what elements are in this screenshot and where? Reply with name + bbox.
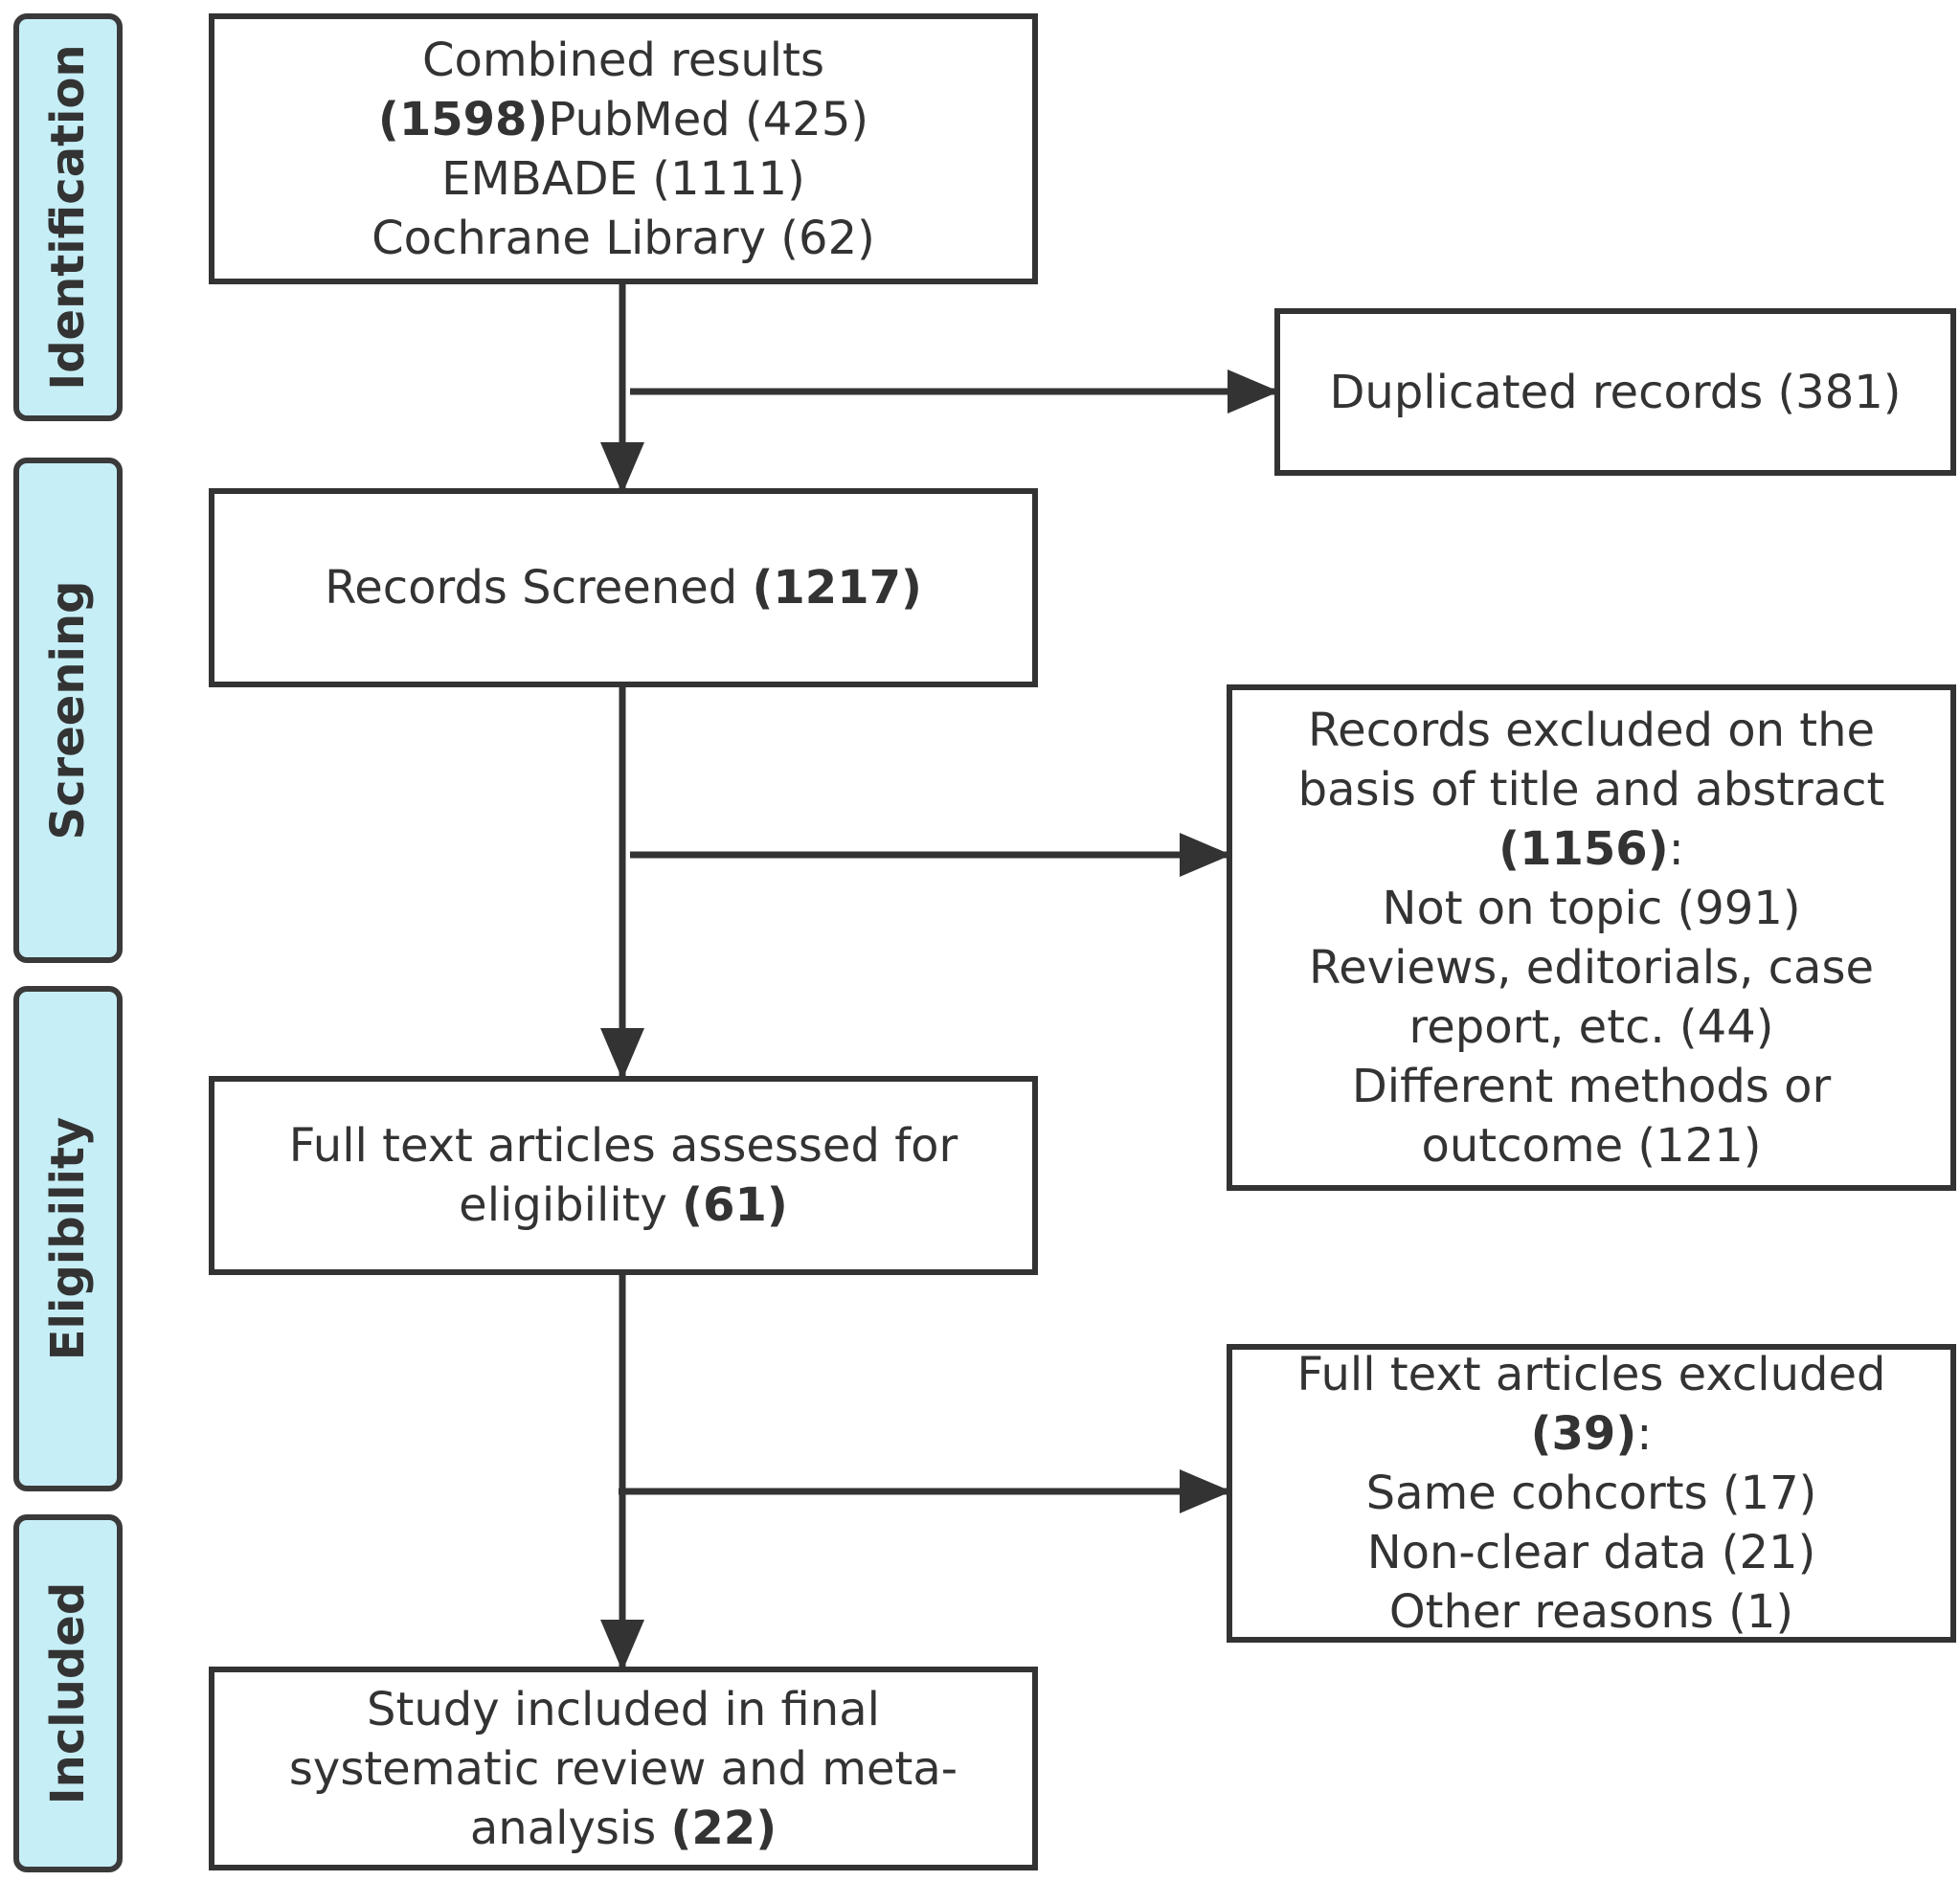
fulltext-count: (61) (682, 1178, 788, 1232)
combined-line3: EMBADE (1111) (441, 151, 805, 206)
records-excluded-box: Records excluded on the basis of title a… (1227, 684, 1956, 1191)
ft-excluded-colon: : (1636, 1407, 1653, 1461)
screened-text: Records Screened (325, 561, 753, 615)
excluded-line4: Not on topic (991) (1382, 881, 1801, 935)
combined-results-box: Combined results (1598)PubMed (425) EMBA… (209, 13, 1038, 284)
ft-excluded-line4: Non-clear data (21) (1366, 1526, 1816, 1579)
screened-count: (1217) (752, 561, 922, 615)
excluded-colon: : (1668, 821, 1684, 876)
excluded-line8: outcome (121) (1421, 1118, 1762, 1173)
study-included-box: Study included in final systematic revie… (209, 1667, 1038, 1870)
fulltext-excluded-box: Full text articles excluded (39): Same c… (1227, 1344, 1956, 1643)
ft-excluded-line1: Full text articles excluded (1296, 1348, 1886, 1401)
included-text: analysis (469, 1801, 671, 1855)
included-line3: analysis (22) (470, 1799, 777, 1858)
combined-line4: Cochrane Library (62) (372, 211, 875, 265)
phase-identification: Identification (13, 13, 123, 421)
phase-screening: Screening (13, 458, 123, 963)
fulltext-text: eligibility (459, 1178, 683, 1232)
duplicated-records-box: Duplicated records (381) (1274, 308, 1956, 476)
excluded-line2: basis of title and abstract (1297, 762, 1885, 817)
combined-line2: (1598)PubMed (425) (378, 90, 868, 149)
combined-total: (1598) (377, 92, 549, 146)
combined-pubmed: PubMed (425) (548, 92, 869, 146)
records-screened-box: Records Screened (1217) (209, 488, 1038, 687)
fulltext-line2: eligibility (61) (459, 1176, 788, 1235)
fulltext-assessed-box: Full text articles assessed for eligibil… (209, 1076, 1038, 1275)
excluded-line3: (1156): (1498, 819, 1684, 879)
duplicated-text: Duplicated records (381) (1329, 365, 1902, 419)
screened-line: Records Screened (1217) (325, 558, 922, 617)
phase-included: Included (13, 1514, 123, 1872)
excluded-line7: Different methods or (1351, 1059, 1832, 1113)
fulltext-line1: Full text articles assessed for (288, 1119, 958, 1173)
included-line1: Study included in final (367, 1682, 880, 1736)
combined-line1: Combined results (422, 33, 824, 87)
included-count: (22) (670, 1801, 777, 1855)
phase-eligibility: Eligibility (13, 986, 123, 1491)
ft-excluded-line3: Same cohcorts (17) (1365, 1467, 1817, 1520)
excluded-line5: Reviews, editorials, case (1309, 940, 1874, 995)
ft-excluded-line5: Other reasons (1) (1388, 1585, 1794, 1639)
ft-excluded-count: (39) (1530, 1407, 1637, 1461)
excluded-line6: report, etc. (44) (1408, 999, 1774, 1054)
excluded-line1: Records excluded on the (1307, 703, 1876, 757)
excluded-count: (1156) (1498, 821, 1669, 876)
included-line2: systematic review and meta- (288, 1741, 958, 1796)
ft-excluded-line2: (39): (1531, 1404, 1653, 1464)
